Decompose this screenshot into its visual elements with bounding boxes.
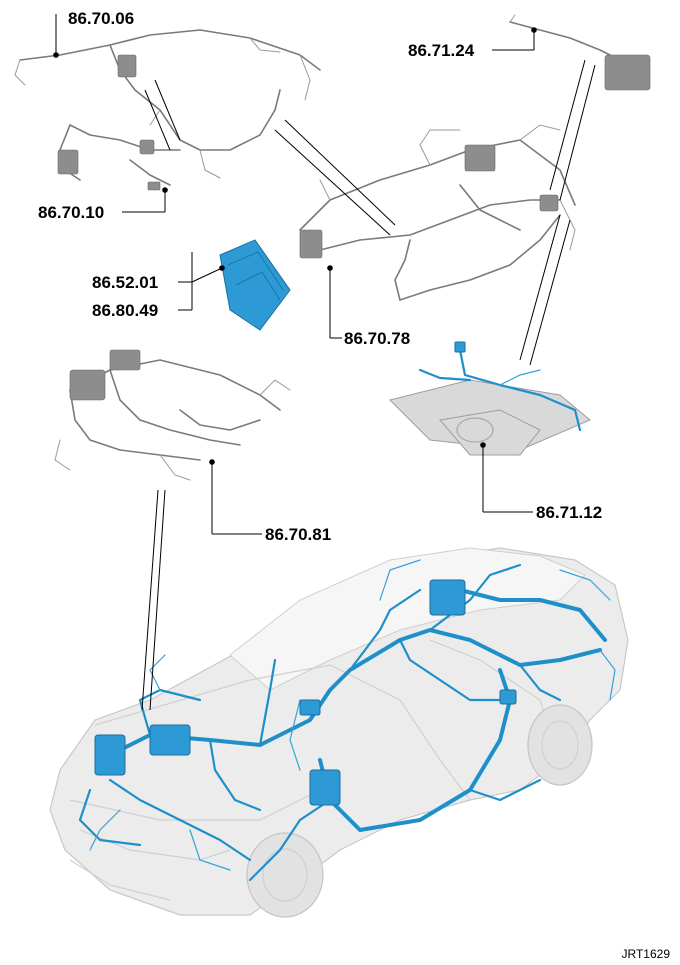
- callout-86-70-10: 86.70.10: [38, 203, 104, 222]
- callout-86-70-78: 86.70.78: [344, 329, 410, 348]
- callout-86-70-81: 86.70.81: [265, 525, 331, 544]
- roof-harness-grey: [509, 14, 651, 91]
- callout-86-80-49: 86.80.49: [92, 301, 158, 320]
- car-outline-icon: [49, 547, 629, 918]
- callout-86-71-24: 86.71.24: [408, 41, 475, 60]
- reference-code: JRT1629: [622, 947, 671, 961]
- callout-86-52-01: 86.52.01: [92, 273, 158, 292]
- vehicle-harness-highlight: [78, 559, 616, 882]
- control-module-icon: [219, 239, 291, 331]
- callout-86-71-12: 86.71.12: [536, 503, 602, 522]
- main-body-harness-grey: [299, 124, 576, 301]
- leader-lines: [53, 14, 596, 711]
- front-harness-grey: [14, 29, 321, 191]
- rear-subframe-icon: [389, 341, 591, 456]
- dash-harness-grey: [54, 349, 291, 481]
- callout-86-70-06: 86.70.06: [68, 9, 134, 28]
